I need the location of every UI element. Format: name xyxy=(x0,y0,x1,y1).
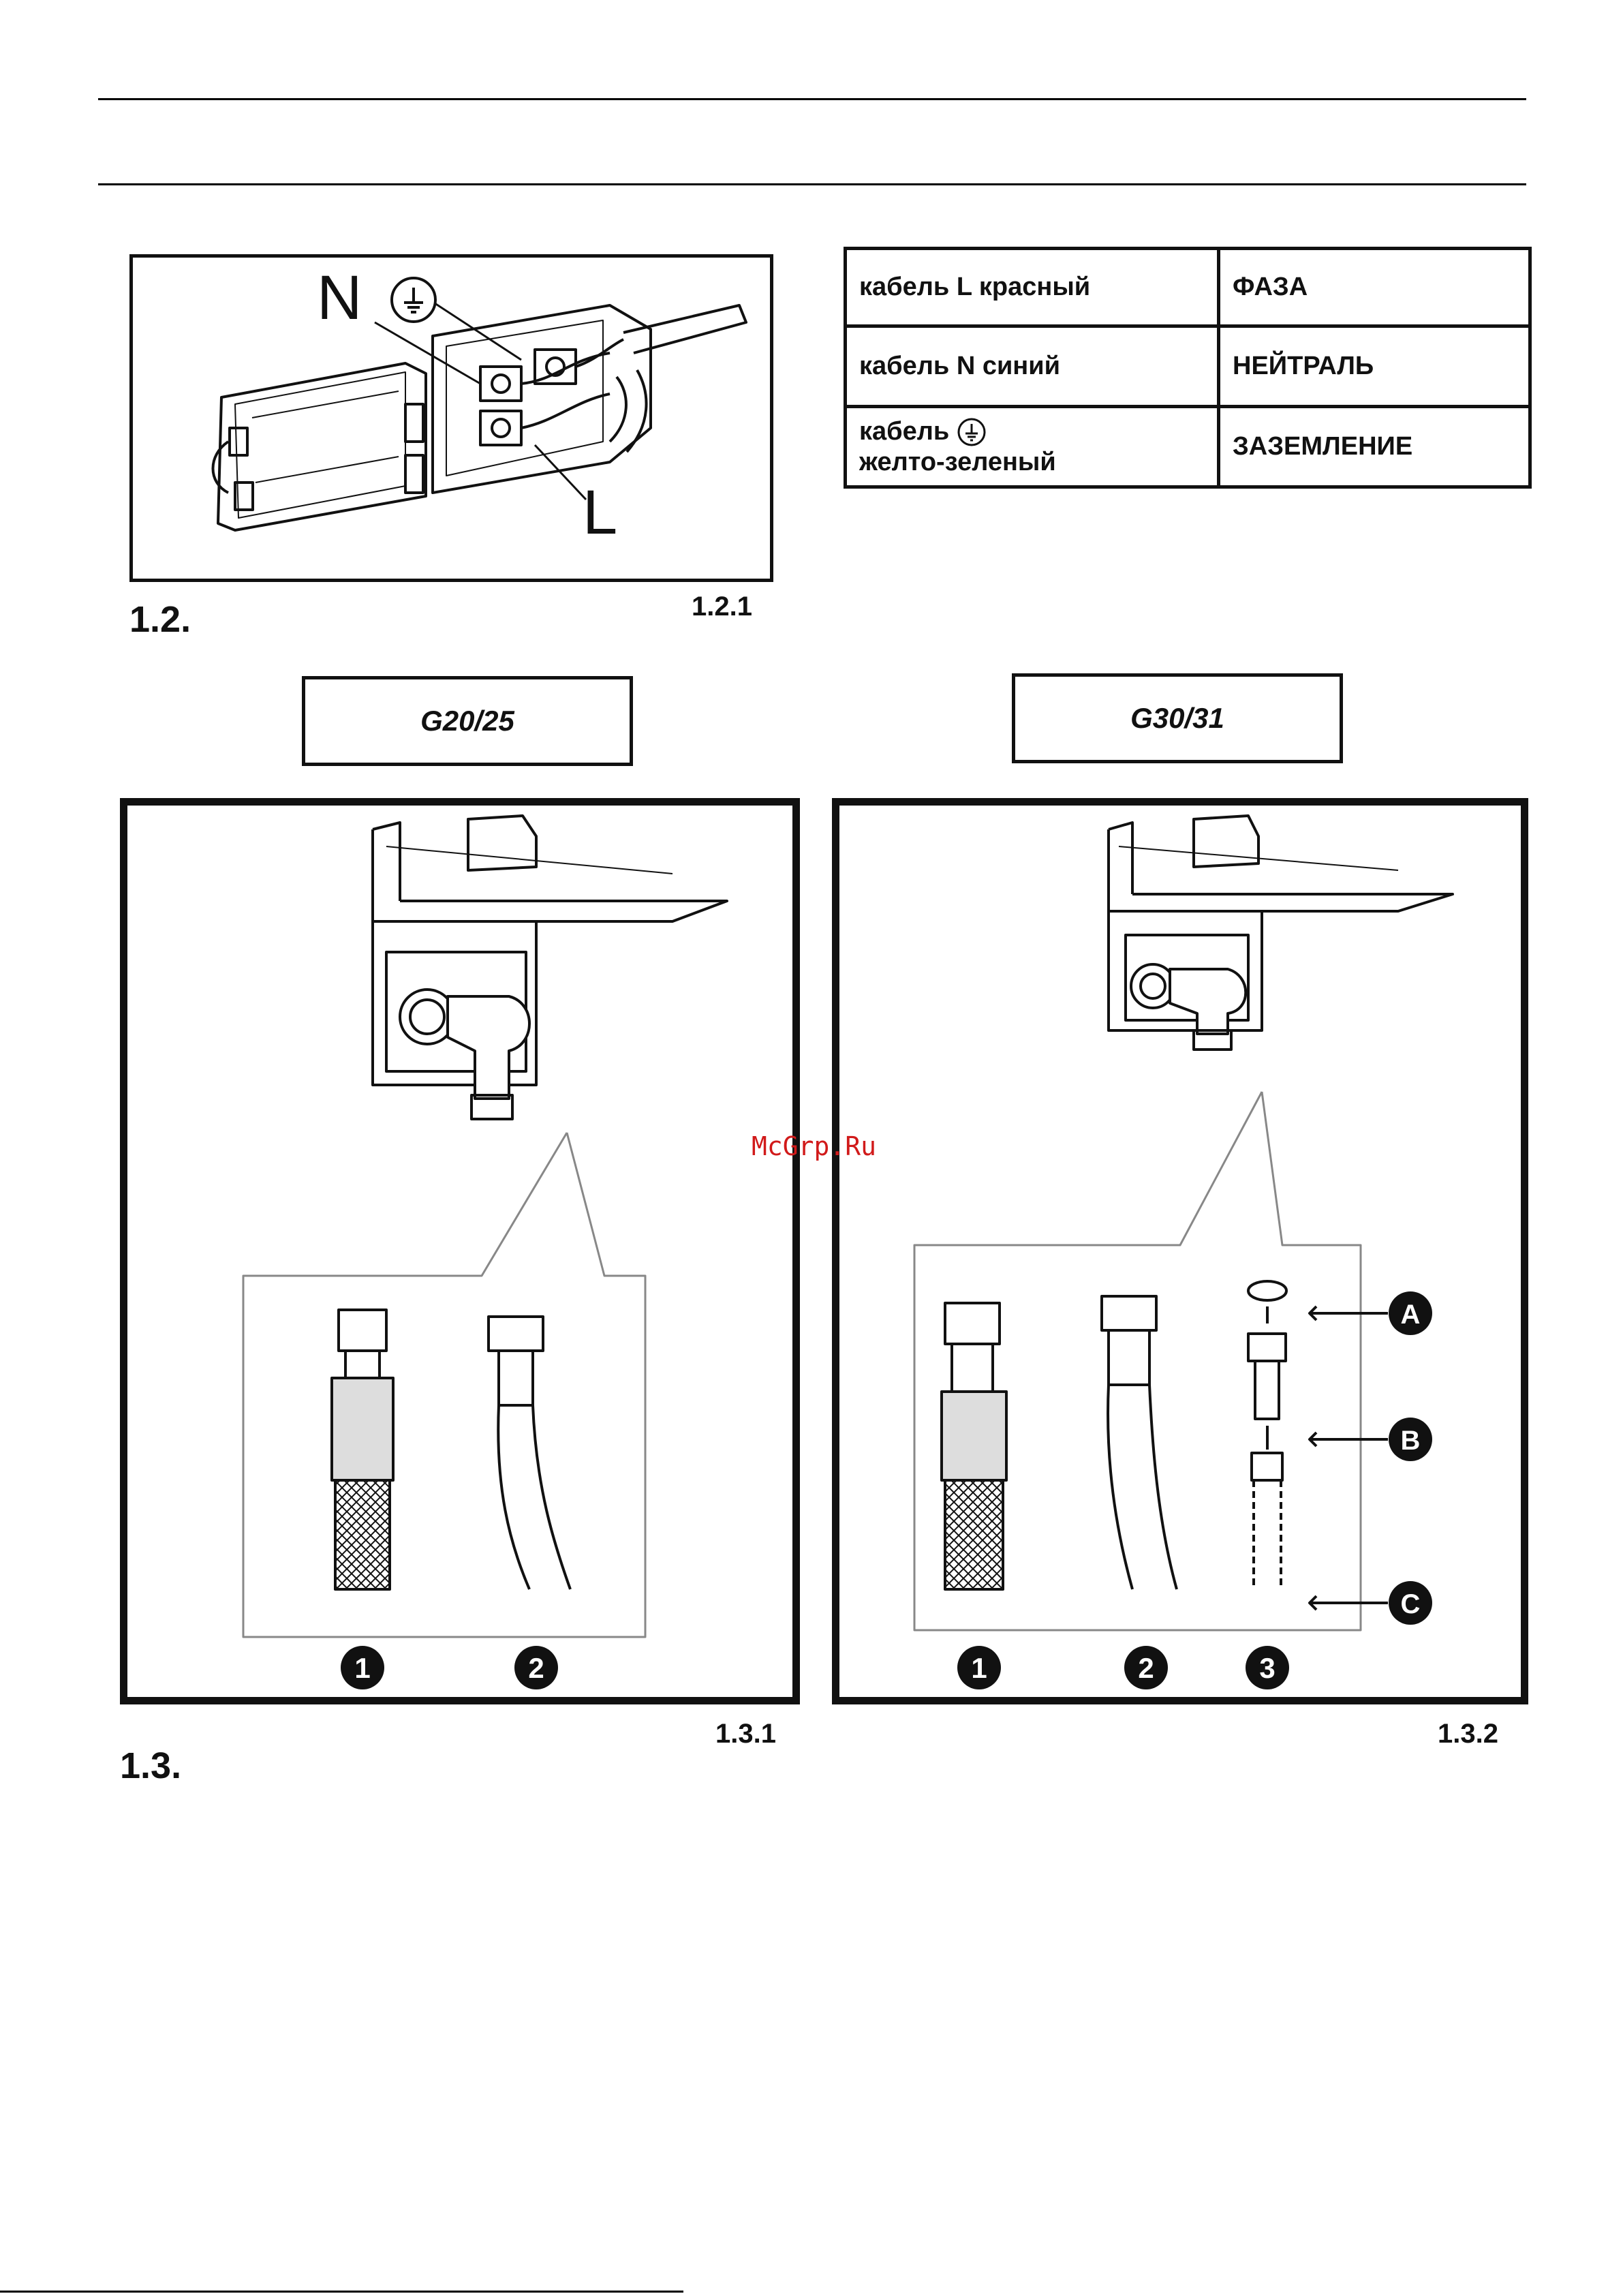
section-number-gas: 1.3. xyxy=(120,1745,181,1787)
callout-1: 1 xyxy=(957,1646,1001,1689)
wiring-row-phase: кабель L красный ФАЗА xyxy=(846,249,1530,326)
callout-3: 3 xyxy=(1246,1646,1289,1689)
gas-connection-figure-right: A B C 1 2 3 xyxy=(832,798,1528,1704)
header-rule-bottom xyxy=(98,183,1526,185)
wiring-cable-suffix: желто-зеленый xyxy=(859,448,1056,476)
svg-text:C: C xyxy=(1401,1589,1421,1619)
svg-text:A: A xyxy=(1401,1300,1421,1330)
svg-text:2: 2 xyxy=(528,1652,544,1684)
wiring-cable-prefix: кабель xyxy=(859,417,949,446)
watermark: McGrp.Ru xyxy=(752,1131,876,1161)
gas-type-g30-31: G30/31 xyxy=(1012,673,1343,763)
callout-1: 1 xyxy=(341,1646,384,1689)
figure-number-1-3-1: 1.3.1 xyxy=(715,1719,776,1749)
terminal-block-drawing: N L xyxy=(133,258,770,579)
svg-text:2: 2 xyxy=(1138,1652,1154,1684)
wiring-table: кабель L красный ФАЗА кабель N синий НЕЙ… xyxy=(844,247,1532,489)
figure-number-1-2-1: 1.2.1 xyxy=(692,592,752,622)
terminal-l-label: L xyxy=(583,478,617,547)
wiring-cable-cell: кабель желто-зеленый xyxy=(846,407,1219,487)
wiring-row-neutral: кабель N синий НЕЙТРАЛЬ xyxy=(846,326,1530,407)
footer-rule xyxy=(0,2291,683,2293)
wiring-cable-cell: кабель L красный xyxy=(846,249,1219,326)
wiring-cable-cell: кабель N синий xyxy=(846,326,1219,407)
figure-number-1-3-2: 1.3.2 xyxy=(1438,1719,1498,1749)
wiring-function-cell: ФАЗА xyxy=(1219,249,1530,326)
section-number-electric: 1.2. xyxy=(129,598,191,641)
callout-2: 2 xyxy=(514,1646,558,1689)
wiring-function-cell: ЗАЗЕМЛЕНИЕ xyxy=(1219,407,1530,487)
svg-text:B: B xyxy=(1401,1426,1421,1456)
gas-connection-drawing-left: 1 2 xyxy=(127,806,792,1697)
svg-text:1: 1 xyxy=(971,1652,987,1684)
part-label-a: A xyxy=(1389,1291,1432,1335)
svg-text:1: 1 xyxy=(354,1652,370,1684)
gas-connection-figure-left: 1 2 xyxy=(120,798,800,1704)
part-label-c: C xyxy=(1389,1581,1432,1625)
wiring-row-ground: кабель желто-зеленый ЗАЗЕМЛЕНИЕ xyxy=(846,407,1530,487)
terminal-n-label: N xyxy=(317,263,362,333)
ground-symbol-icon xyxy=(957,417,987,447)
gas-type-g20-25: G20/25 xyxy=(302,676,633,766)
header-rule-top xyxy=(98,98,1526,100)
wiring-function-cell: НЕЙТРАЛЬ xyxy=(1219,326,1530,407)
callout-2: 2 xyxy=(1124,1646,1168,1689)
ground-symbol-icon xyxy=(392,278,435,322)
svg-text:3: 3 xyxy=(1259,1652,1275,1684)
part-label-b: B xyxy=(1389,1418,1432,1461)
gas-connection-drawing-right: A B C 1 2 3 xyxy=(839,806,1521,1697)
terminal-block-figure: N L xyxy=(129,254,773,582)
